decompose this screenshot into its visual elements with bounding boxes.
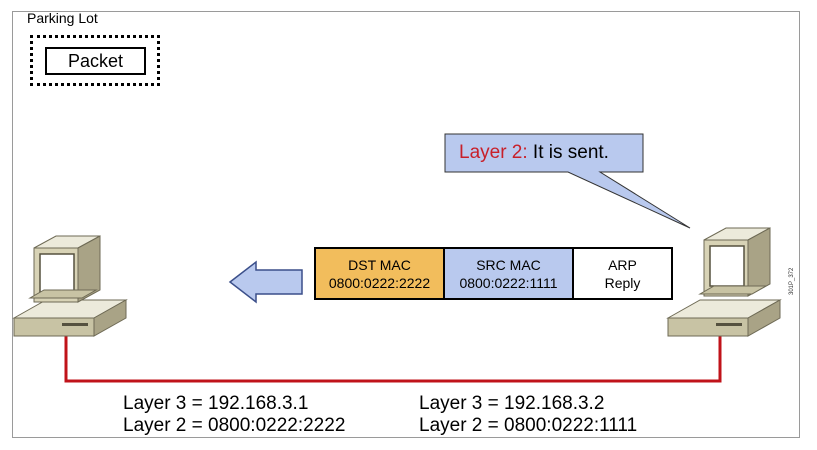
dst-mac-fill	[315, 248, 444, 299]
src-mac-title: SRC MAC	[476, 256, 541, 273]
right-host-layer2: Layer 2 = 0800:0222:1111	[419, 415, 638, 436]
diagram-frame	[12, 11, 800, 438]
payload-line1: ARP	[608, 256, 637, 273]
figure-code: 301P_372	[789, 267, 795, 295]
parking-lot-area: Packet	[30, 35, 160, 86]
frame-field-dst-mac: DST MAC 0800:0222:2222	[314, 247, 445, 300]
left-host-layer2: Layer 2 = 0800:0222:2222	[123, 415, 346, 436]
callout-text: Layer 2: It is sent.	[445, 134, 643, 172]
right-host-addresses: Layer 3 = 192.168.3.2 Layer 2 = 0800:022…	[419, 393, 637, 437]
packet-box: Packet	[45, 47, 146, 75]
left-computer-icon	[12, 235, 128, 337]
left-arrow-icon	[228, 260, 303, 304]
parking-lot-label: Parking Lot	[27, 10, 98, 26]
src-mac-fill	[444, 248, 573, 299]
payload-line2: Reply	[604, 274, 641, 291]
dst-mac-value: 0800:0222:2222	[328, 274, 431, 291]
frame-field-payload: ARP Reply	[572, 247, 673, 300]
callout-bubble	[444, 133, 691, 229]
right-computer-icon	[666, 227, 782, 337]
left-host-addresses: Layer 3 = 192.168.3.1 Layer 2 = 0800:022…	[123, 393, 345, 437]
left-host-layer3: Layer 3 = 192.168.3.1	[123, 393, 309, 414]
network-cable	[64, 336, 722, 383]
right-host-layer3: Layer 3 = 192.168.3.2	[419, 393, 605, 414]
frame-field-src-mac: SRC MAC 0800:0222:1111	[443, 247, 574, 300]
callout-body: It is sent.	[527, 142, 609, 163]
callout-prefix: Layer 2:	[459, 142, 528, 163]
src-mac-value: 0800:0222:1111	[459, 274, 558, 291]
dst-mac-title: DST MAC	[348, 256, 411, 273]
